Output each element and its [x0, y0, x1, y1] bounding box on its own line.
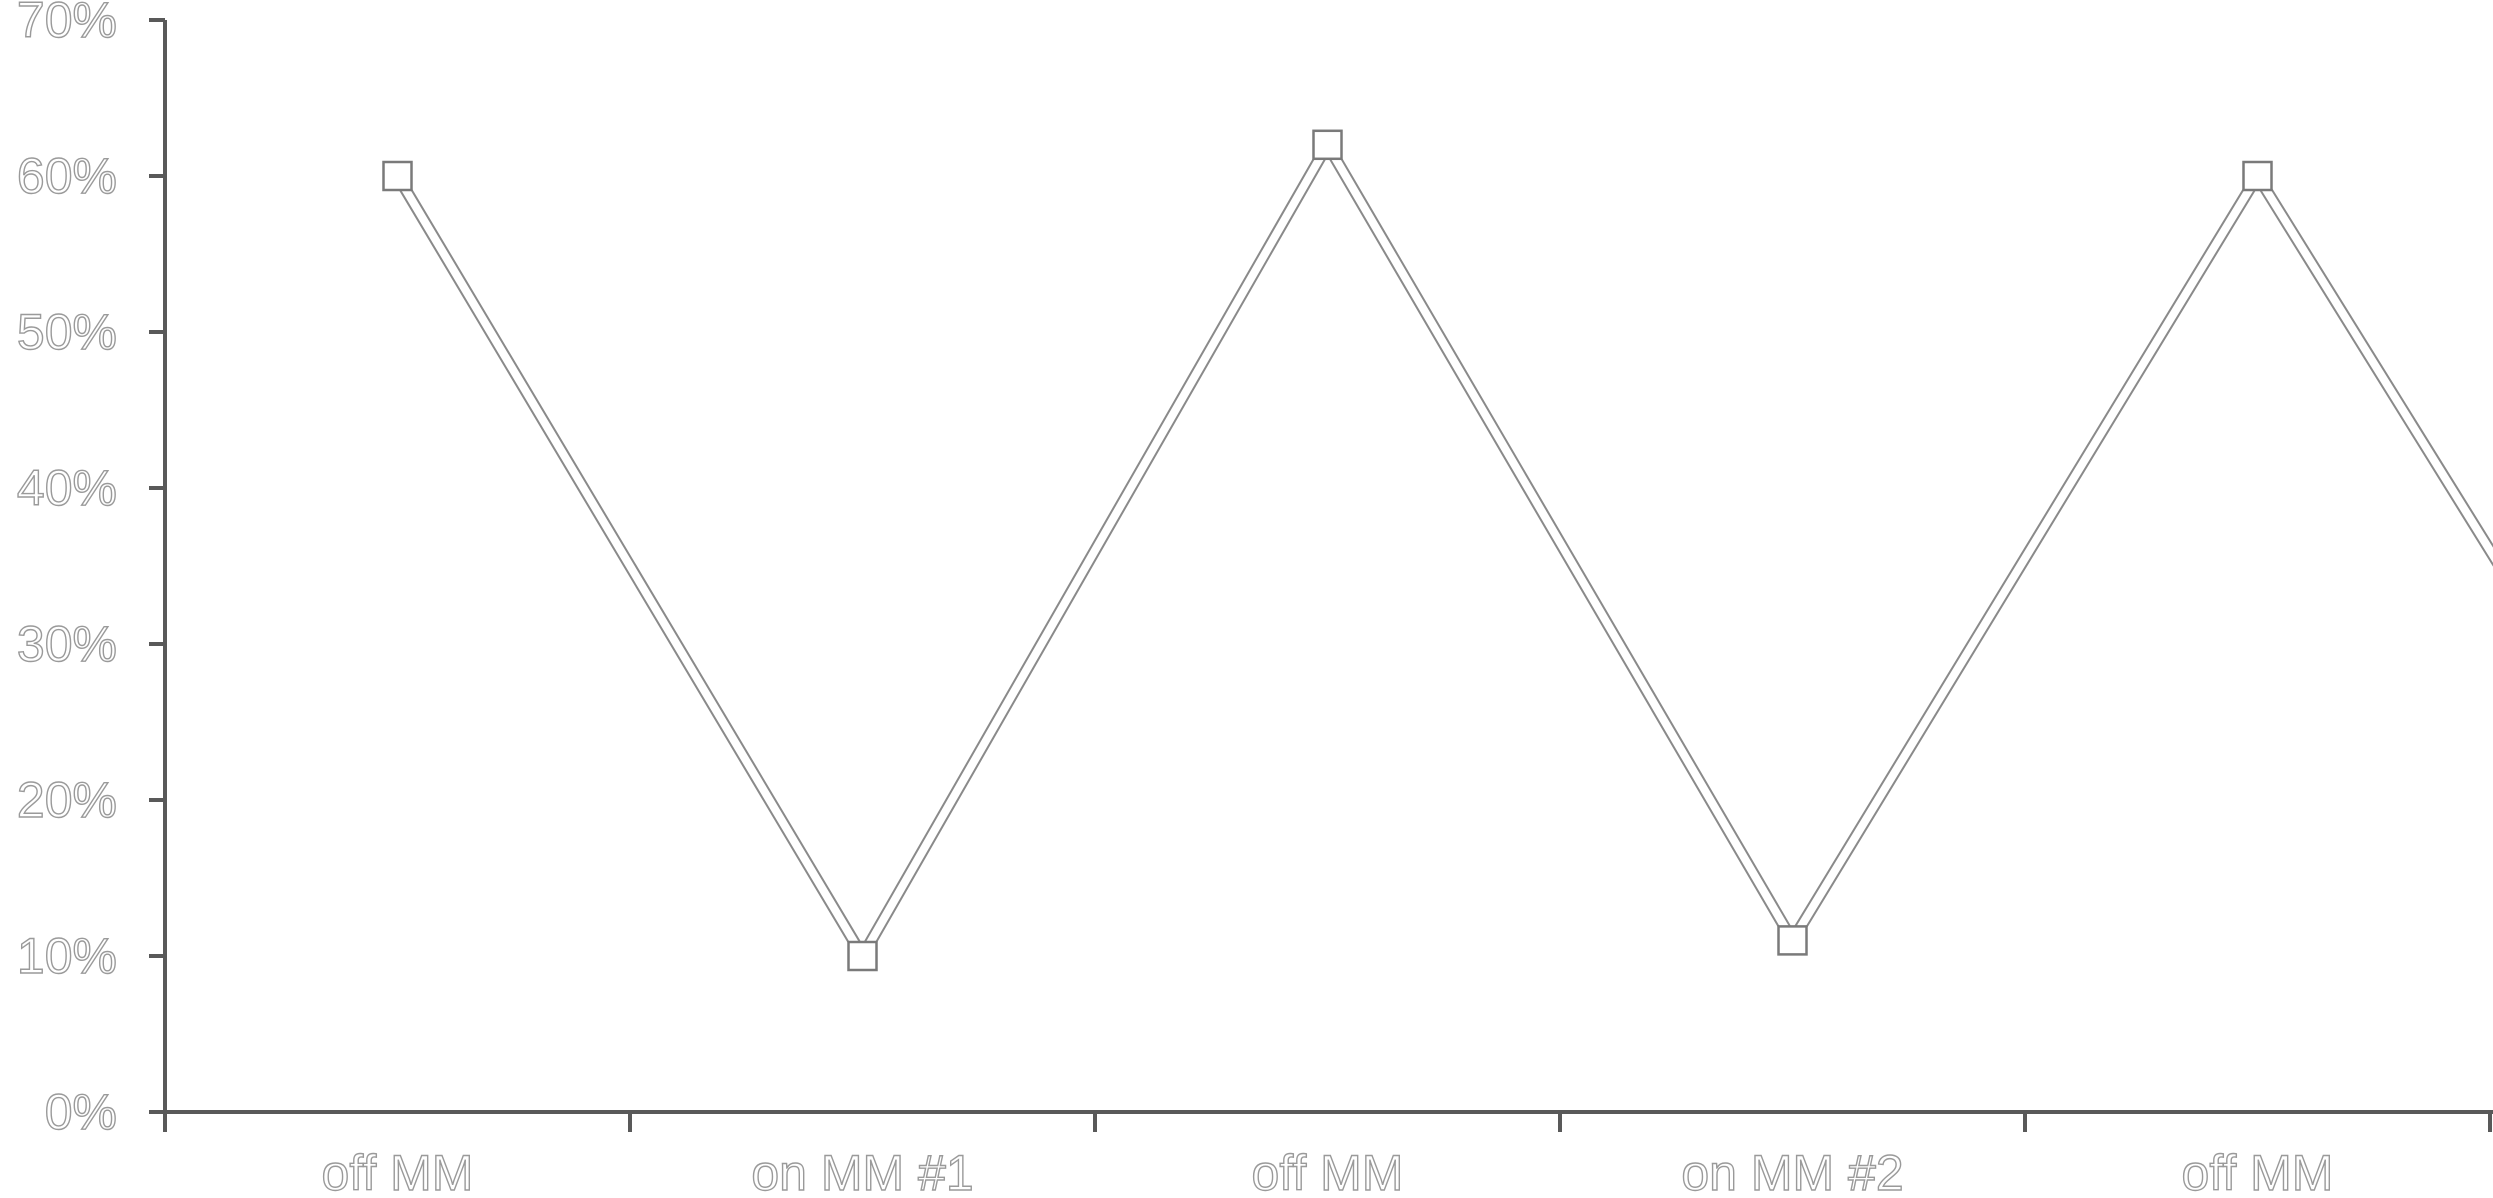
y-tick-label: 50% — [17, 304, 117, 360]
series-line-outline — [392, 132, 2493, 968]
y-tick-label: 10% — [17, 928, 117, 984]
data-point-marker — [382, 160, 413, 192]
y-tick-label: 70% — [17, 0, 117, 48]
x-tick-label: off MM — [322, 1145, 474, 1198]
y-tick-label: 30% — [17, 616, 117, 672]
x-tick-label: off MM — [1252, 1145, 1404, 1198]
series-group — [392, 132, 2493, 968]
y-tick-label: 40% — [17, 460, 117, 516]
y-tick-label: 60% — [17, 148, 117, 204]
y-tick-label: 0% — [45, 1084, 117, 1140]
markers-group — [382, 129, 2273, 972]
data-point-marker — [2242, 160, 2273, 192]
y-axis-ticks: 0% 10% 20% 30% 40% 50% 60% 70% — [16, 0, 165, 1141]
x-tick-label: on MM #2 — [1681, 1145, 1903, 1198]
y-tick-label: 20% — [17, 772, 117, 828]
x-tick-label: on MM #1 — [751, 1145, 973, 1198]
x-tick-label: off MM — [2182, 1145, 2334, 1198]
data-point-marker — [847, 940, 878, 972]
series-line — [394, 136, 2493, 964]
data-point-marker — [1312, 129, 1343, 161]
data-point-marker — [1777, 925, 1808, 956]
